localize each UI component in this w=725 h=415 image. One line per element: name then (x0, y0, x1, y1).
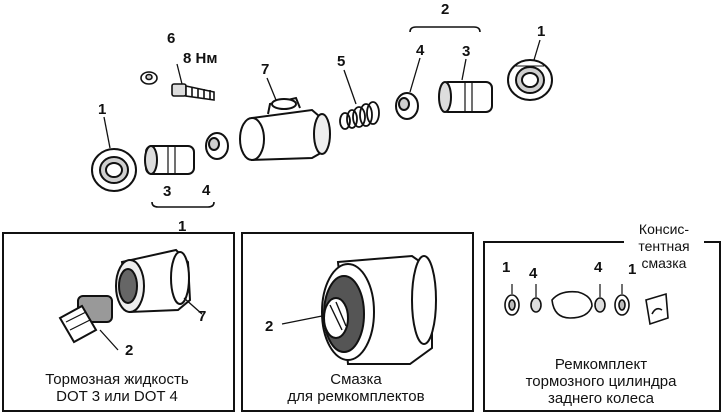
panel2-caption-line2: для ремкомплектов (287, 388, 425, 405)
wheel-cylinder (239, 96, 331, 162)
bleeder-screw (171, 83, 215, 101)
cup-left (205, 132, 229, 160)
panel-grease (241, 232, 474, 412)
grease-label-line2: тентная (624, 239, 704, 254)
grease-label-line1: Консис- (624, 222, 704, 237)
label-group-2: 2 (441, 1, 450, 18)
panel2-label-piston: 2 (265, 318, 274, 335)
panel3-drawing (504, 284, 669, 326)
panel1-caption-line2: DOT 3 или DOT 4 (56, 388, 178, 405)
label-group-1: 1 (178, 218, 187, 235)
label-piston-left: 3 (163, 183, 172, 200)
label-cup-top: 4 (416, 42, 425, 59)
panel3-label-seal-right: 1 (628, 261, 637, 278)
piston-left (144, 145, 195, 175)
label-piston-top: 3 (462, 43, 471, 60)
label-seal-left: 1 (98, 101, 107, 118)
label-spring: 5 (337, 53, 346, 70)
group-1-bracket (151, 201, 215, 208)
panel1-drawing (58, 248, 203, 351)
panel-brake-fluid (2, 232, 235, 412)
panel3-caption-line2: тормозного цилиндра (525, 373, 677, 390)
group-2-bracket (409, 26, 481, 33)
panel3-caption-line1: Ремкомплект (554, 356, 648, 373)
piston-top (438, 81, 493, 113)
panel1-caption-line1: Тормозная жидкость (45, 371, 189, 388)
panel2-drawing (281, 254, 437, 365)
label-bleeder: 6 (167, 30, 176, 47)
panel2-caption-line1: Смазка (330, 371, 382, 388)
leader-lines (103, 39, 541, 149)
bleeder-cap (140, 71, 158, 85)
label-seal-right: 1 (537, 23, 546, 40)
dust-boot-left (91, 148, 137, 192)
dust-boot-right (507, 59, 553, 101)
panel3-label-seal-left: 1 (502, 259, 511, 276)
panel1-label-piston: 2 (125, 342, 134, 359)
cup-top (395, 92, 419, 120)
panel-repair-kit (483, 241, 721, 412)
label-cup-left: 4 (202, 182, 211, 199)
panel3-label-cup-right: 4 (594, 259, 603, 276)
label-cylinder: 7 (261, 61, 270, 78)
panel3-label-cup-left: 4 (529, 265, 538, 282)
spring (339, 101, 380, 130)
panel1-label-cylinder: 7 (198, 308, 207, 325)
grease-label-line3: смазка (641, 255, 687, 271)
label-torque: 8 Нм (183, 50, 218, 67)
panel3-caption-line3: заднего колеса (548, 390, 654, 407)
